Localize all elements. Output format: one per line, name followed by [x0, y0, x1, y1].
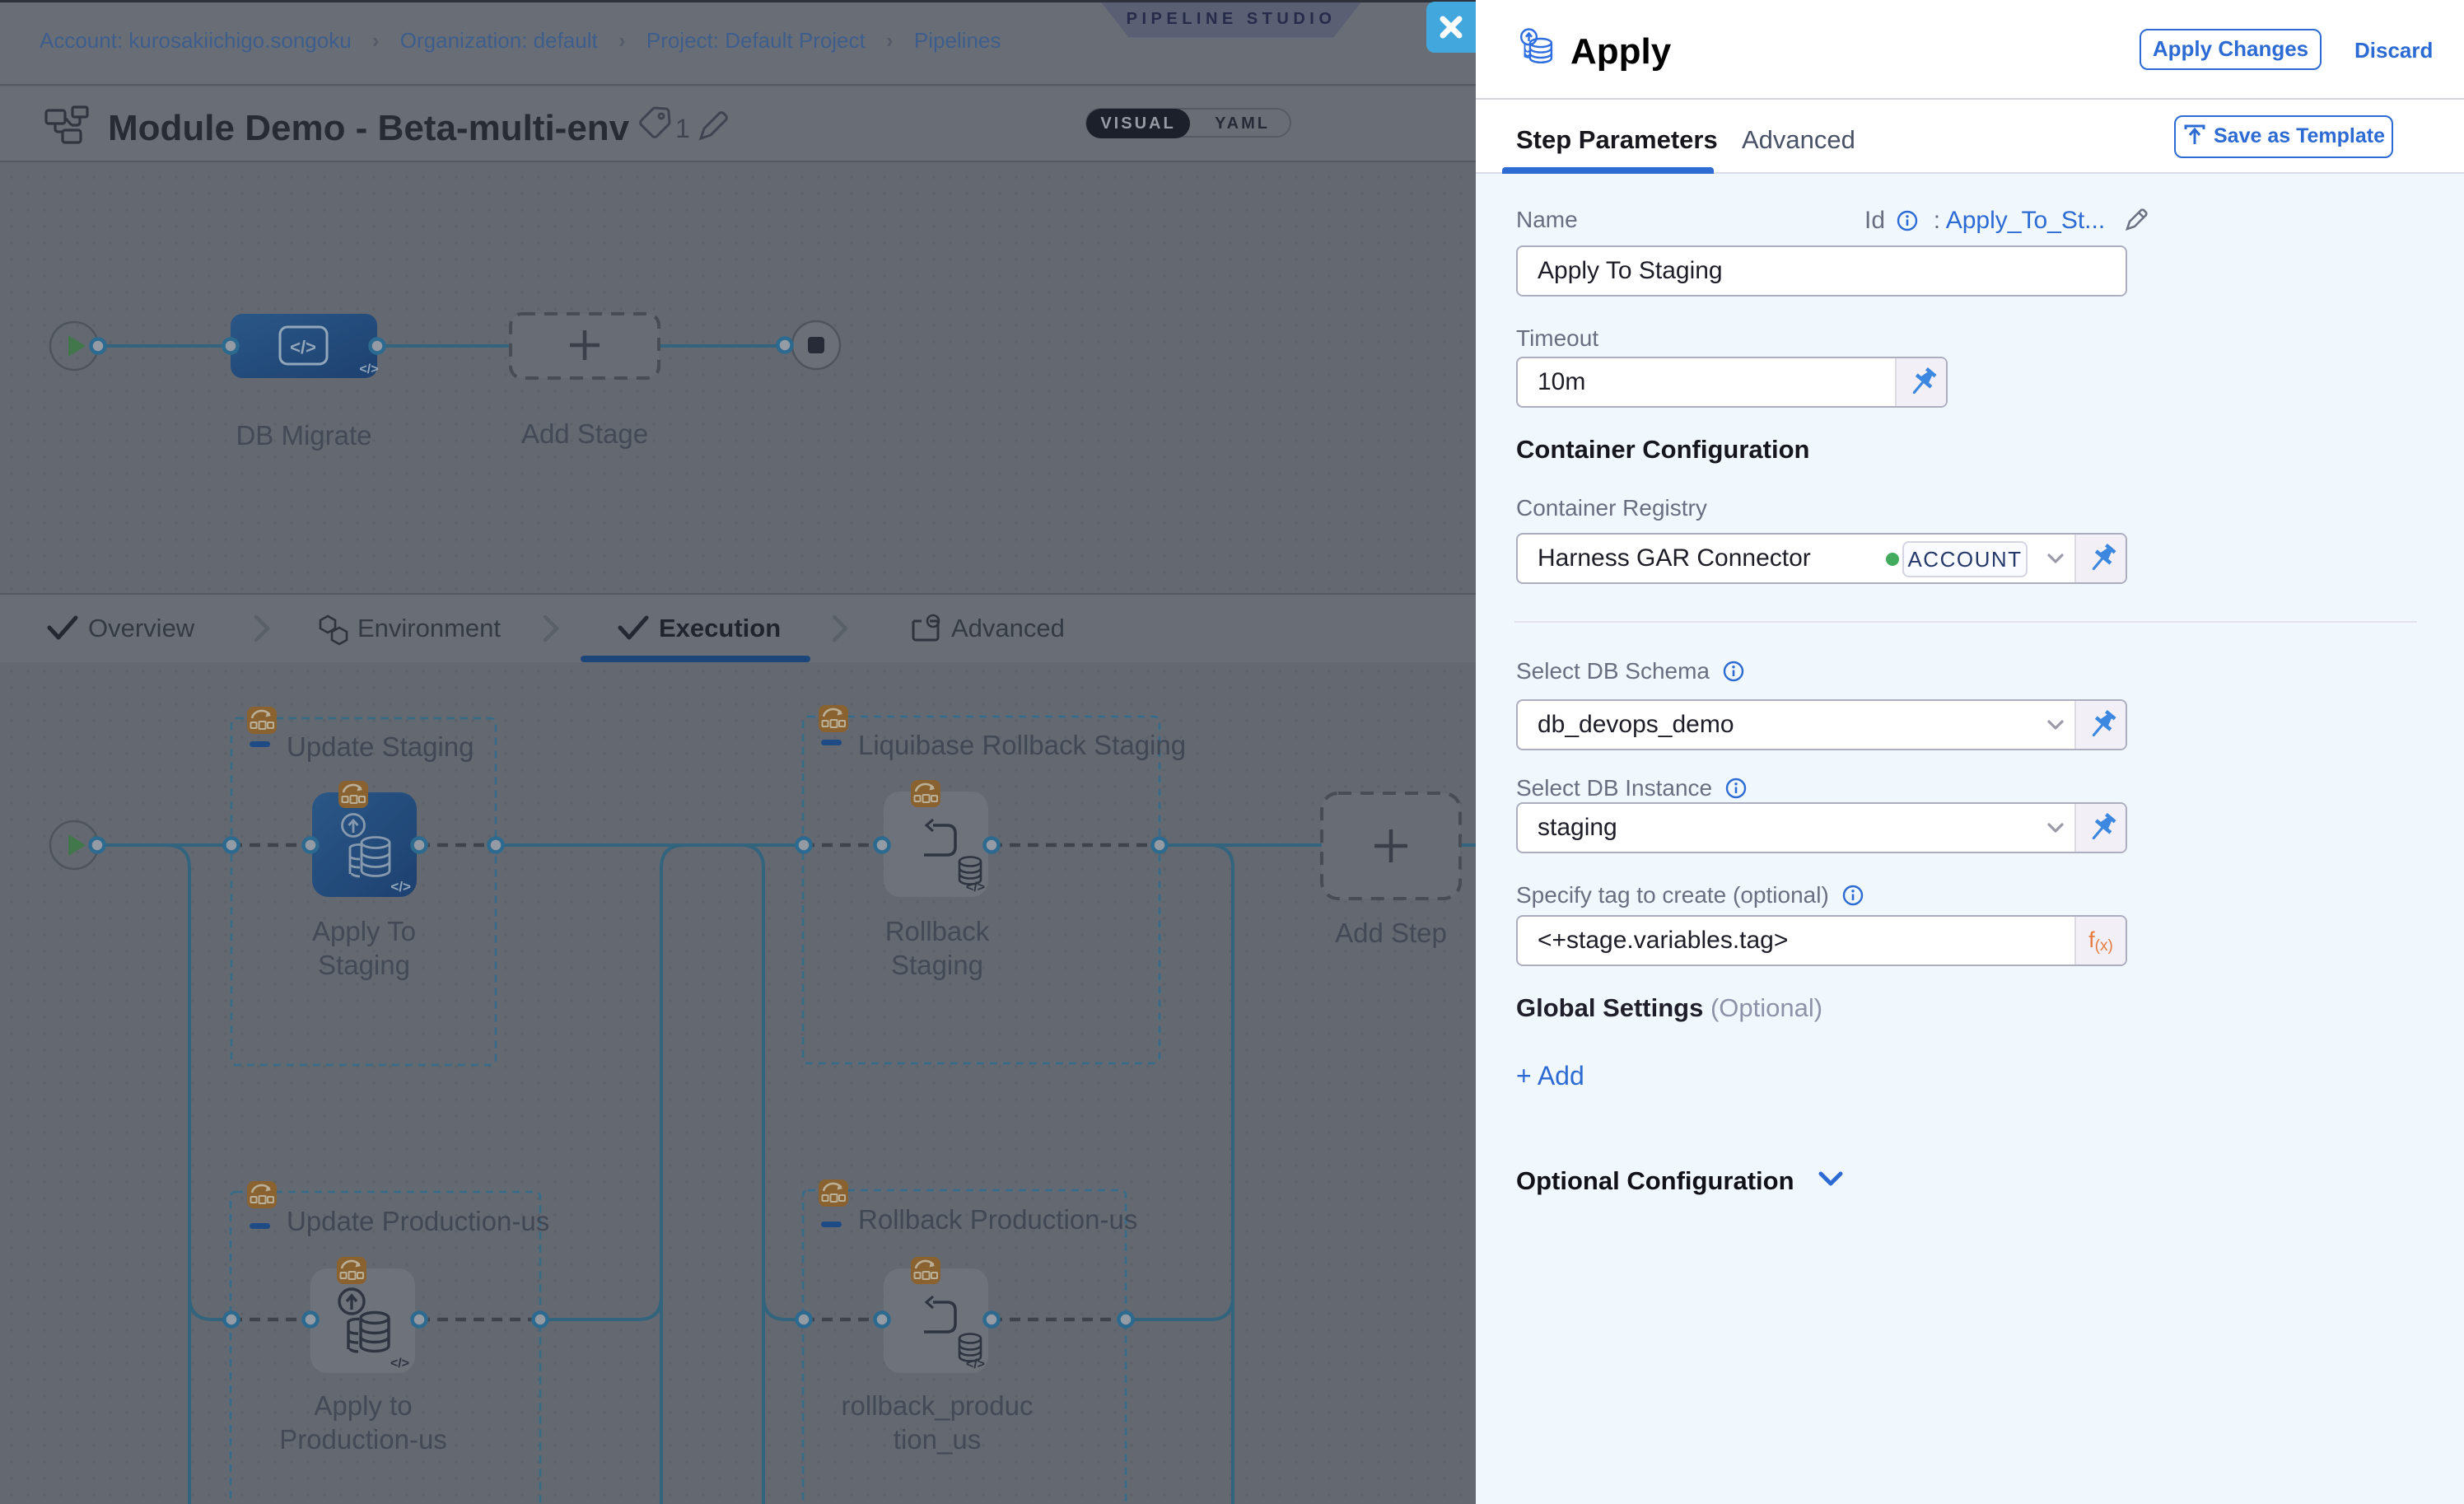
- svg-text:</>: </>: [290, 337, 316, 357]
- svg-text:</>: </>: [966, 1357, 985, 1371]
- svg-text:</>: </>: [359, 362, 378, 376]
- svg-text:</>: </>: [390, 879, 411, 894]
- svg-text:</>: </>: [966, 880, 985, 894]
- svg-text:</>: </>: [390, 1357, 409, 1371]
